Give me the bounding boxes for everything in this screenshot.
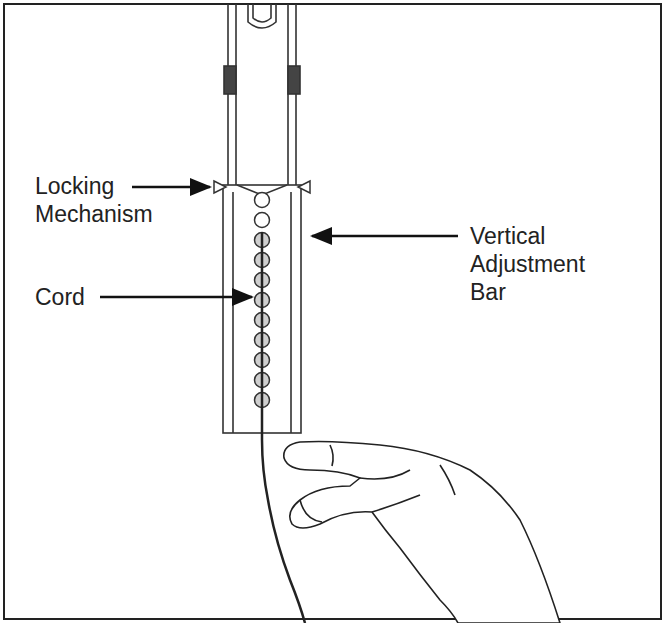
part-label: Vertical Adjustment Bar [470,222,605,306]
cord [262,232,305,623]
leader-arrows [100,187,458,297]
locking-tabs [214,181,310,193]
cord-hole [255,213,270,228]
cord-hole [255,193,270,208]
part-label: Locking Mechanism [35,172,185,228]
frame [4,4,661,619]
hand [284,441,560,623]
part-label: Cord [35,283,85,311]
